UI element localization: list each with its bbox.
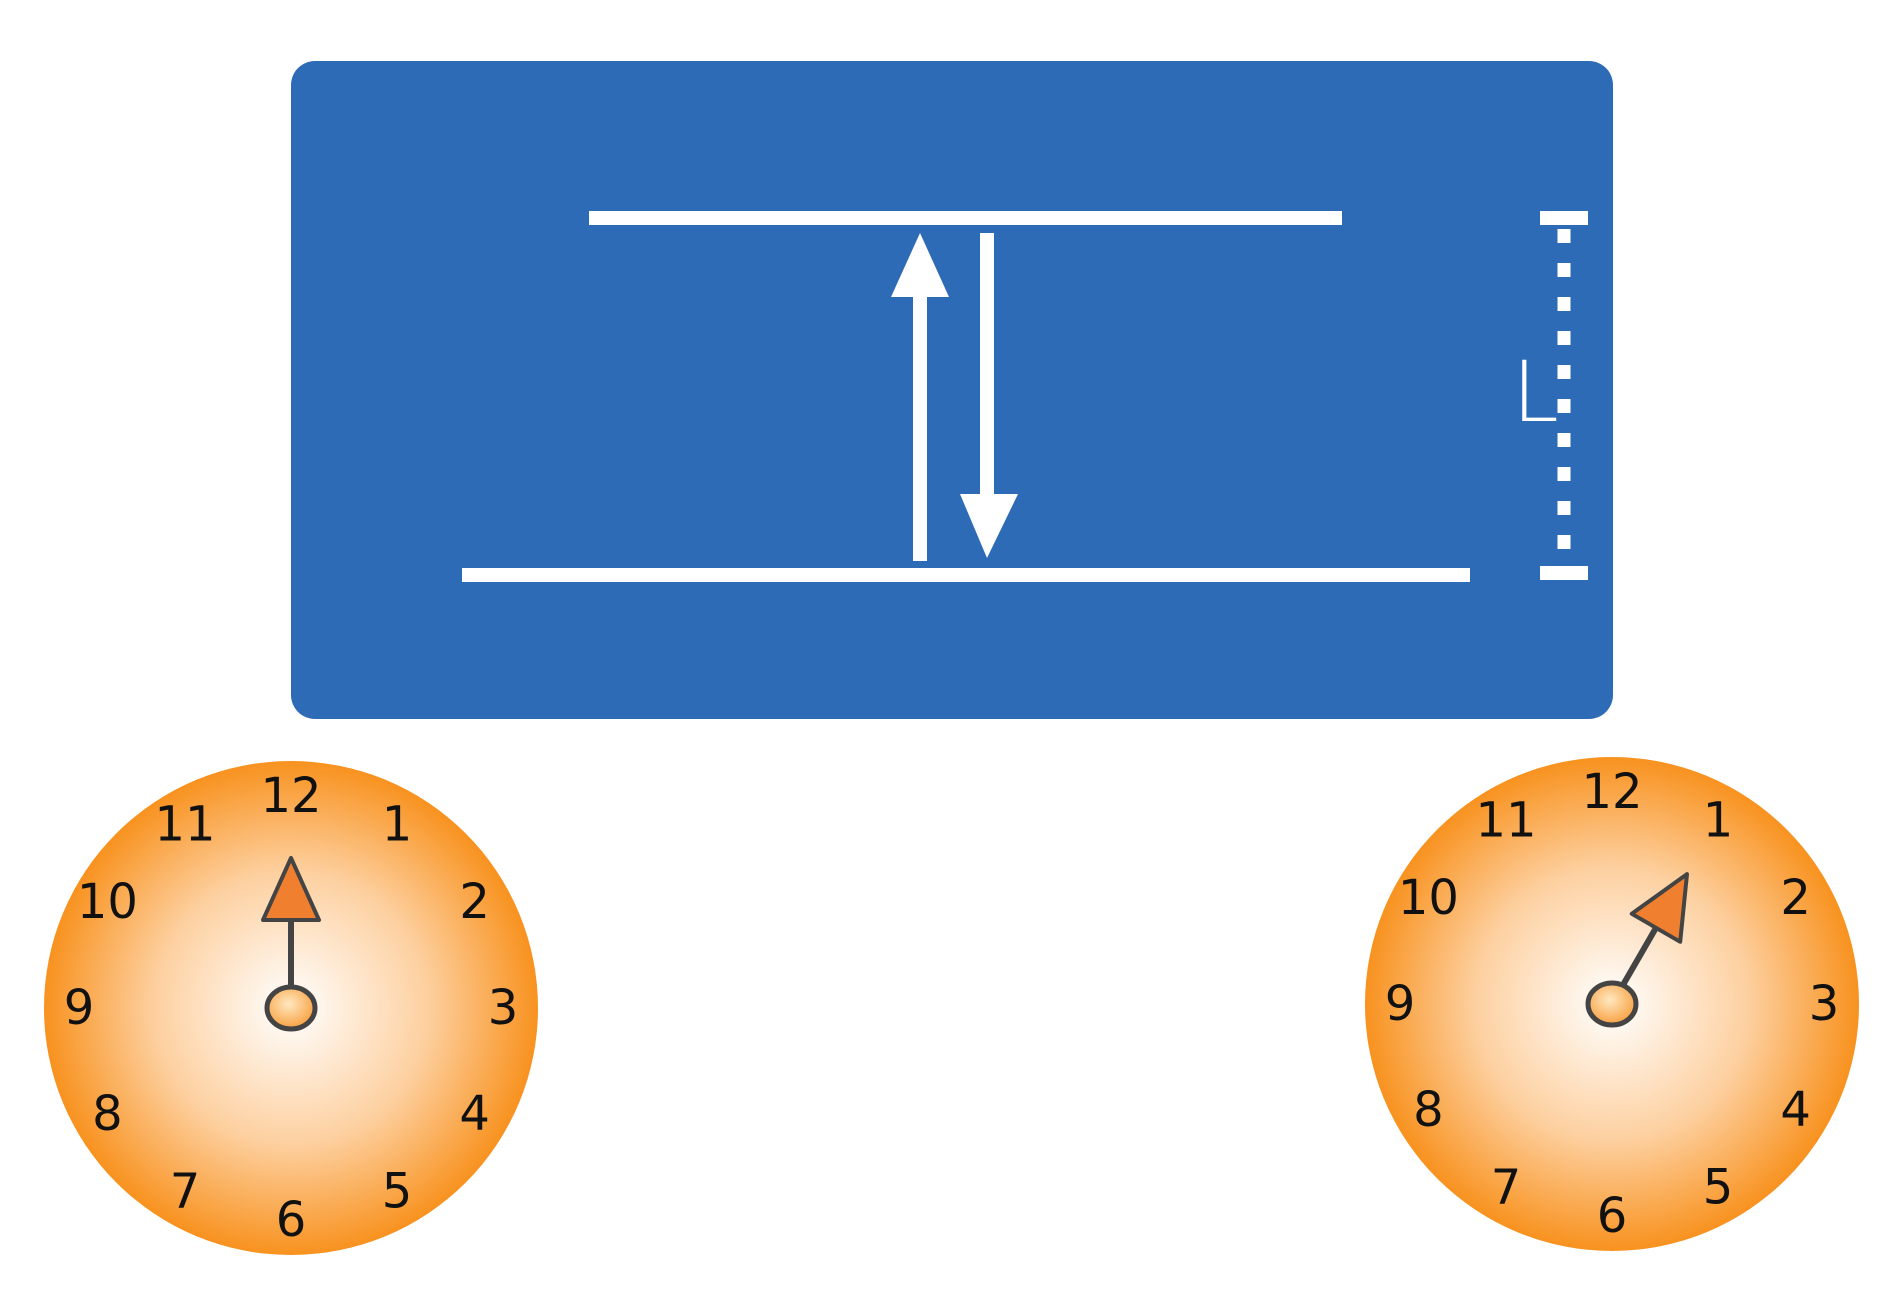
- clock-number: 10: [1398, 870, 1459, 926]
- clock-hand-pointer: [261, 856, 321, 922]
- clock-number: 8: [92, 1086, 123, 1142]
- clock-number: 8: [1413, 1082, 1444, 1138]
- distance-label: L: [1512, 343, 1559, 441]
- clock-hand-pointer: [1629, 872, 1689, 944]
- up-arrow: [891, 233, 949, 561]
- down-arrow: [960, 233, 1018, 558]
- clock-number: 10: [77, 874, 138, 930]
- clock-number: 6: [276, 1192, 307, 1248]
- clock-number: 9: [64, 980, 95, 1036]
- clock-number: 2: [1780, 870, 1811, 926]
- clock-number: 6: [1597, 1188, 1628, 1244]
- top-mirror: [589, 211, 1342, 225]
- clock-number: 4: [1780, 1082, 1811, 1138]
- clock-number: 4: [459, 1086, 490, 1142]
- clock-number: 5: [1703, 1160, 1734, 1216]
- clock-pivot: [1585, 980, 1639, 1028]
- clock-number: 12: [1581, 764, 1642, 820]
- clock-number: 5: [382, 1164, 413, 1220]
- clock-number: 3: [1809, 976, 1840, 1032]
- clock-number: 1: [382, 796, 413, 852]
- clock-right: 12 12 3 45 6 78 9 10 11: [1365, 757, 1859, 1251]
- distance-marker: [1540, 211, 1588, 580]
- clock-number: 12: [260, 768, 321, 824]
- clock-number: 1: [1703, 792, 1734, 848]
- clock-number: 11: [154, 796, 215, 852]
- bottom-mirror: [462, 568, 1470, 582]
- clock-number: 3: [488, 980, 519, 1036]
- clock-number: 11: [1475, 792, 1536, 848]
- clock-left: 12 12 3 45 6 78 9 10 11: [44, 761, 538, 1255]
- clock-number: 2: [459, 874, 490, 930]
- clock-number: 9: [1385, 976, 1416, 1032]
- clock-pivot: [264, 984, 318, 1032]
- mirror-panel: [291, 61, 1613, 719]
- clock-number: 7: [1491, 1160, 1522, 1216]
- clock-number: 7: [170, 1164, 201, 1220]
